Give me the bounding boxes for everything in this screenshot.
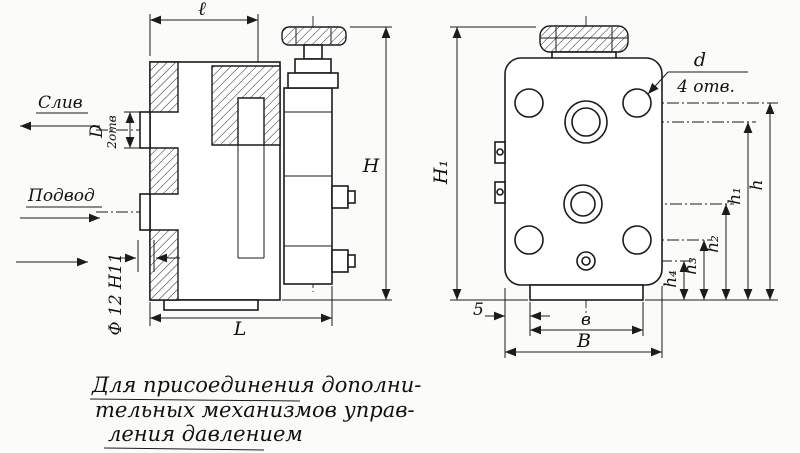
dim-label-L: L xyxy=(233,318,247,340)
right-view-front: d 4 отв. H₁ h h₁ h₂ h₃ h₄ 5 в В xyxy=(430,16,778,358)
handwheel-cap xyxy=(281,26,347,46)
fitting-lower xyxy=(331,249,349,273)
drain-port-boss xyxy=(139,111,151,149)
left-view-section: ℓ H L D 2отв Ф 12 Н11 Слив Подвод xyxy=(16,0,392,340)
dim-label-4otv: 4 отв. xyxy=(676,77,735,97)
dim-label-2otv: 2отв xyxy=(105,115,119,149)
dim-label-h4: h₄ xyxy=(661,270,681,288)
dim-label-h1: h₁ xyxy=(725,187,745,205)
side-tab-lower xyxy=(494,181,506,204)
note-line-3: ления давлением xyxy=(108,422,303,446)
note-underline-3 xyxy=(103,447,265,451)
hatched-wall-mid xyxy=(149,147,179,195)
bottom-flange xyxy=(163,299,259,311)
fitting-upper-nub xyxy=(347,190,356,204)
port-circle-mid-inner xyxy=(570,191,596,217)
dim-label-D: D xyxy=(87,124,107,139)
side-tab-upper xyxy=(494,141,506,164)
footnote: Для присоединения дополни- тельных механ… xyxy=(89,373,421,451)
dim-label-H: H xyxy=(362,155,380,177)
handwheel-stem xyxy=(303,44,323,60)
mount-hole-top-left xyxy=(514,88,544,118)
note-line-1: Для присоединения дополни- xyxy=(91,373,421,397)
note-underline-1 xyxy=(89,398,301,402)
dim-label-d: d xyxy=(694,49,706,71)
small-hole-inner xyxy=(581,256,591,266)
mount-hole-top-right xyxy=(622,88,652,118)
leader-d xyxy=(647,71,669,95)
dim-label-l: ℓ xyxy=(198,0,206,20)
dim-label-f12h11: Ф 12 Н11 xyxy=(106,252,126,335)
mount-hole-bottom-left xyxy=(514,225,544,255)
bonnet-housing xyxy=(283,87,333,285)
dim-label-B-big: В xyxy=(576,330,591,352)
supply-label: Подвод xyxy=(27,186,95,206)
side-tab-lower-hole xyxy=(496,188,504,196)
side-tab-upper-hole xyxy=(496,148,504,156)
port-circle-top-inner xyxy=(571,107,601,137)
note-line-2: тельных механизмов управ- xyxy=(95,398,415,422)
dim-label-H1: H₁ xyxy=(430,160,452,185)
small-hole-outer xyxy=(576,251,596,271)
hatched-wall-bottom xyxy=(149,229,179,301)
fitting-upper xyxy=(331,185,349,209)
hatched-wall-top xyxy=(149,61,179,113)
dim-label-h: h xyxy=(747,180,767,191)
dim-label-b-small: в xyxy=(581,310,591,330)
fitting-lower-nub xyxy=(347,254,356,268)
bottom-boss xyxy=(529,284,644,301)
bonnet-top-flange xyxy=(287,72,339,89)
mount-hole-bottom-right xyxy=(622,225,652,255)
dim-label-5: 5 xyxy=(473,300,484,320)
dim-label-h2: h₂ xyxy=(703,235,723,253)
handwheel-front xyxy=(539,25,629,53)
drain-label: Слив xyxy=(38,93,83,113)
adjust-nut xyxy=(294,58,332,74)
supply-port-boss xyxy=(139,193,151,231)
